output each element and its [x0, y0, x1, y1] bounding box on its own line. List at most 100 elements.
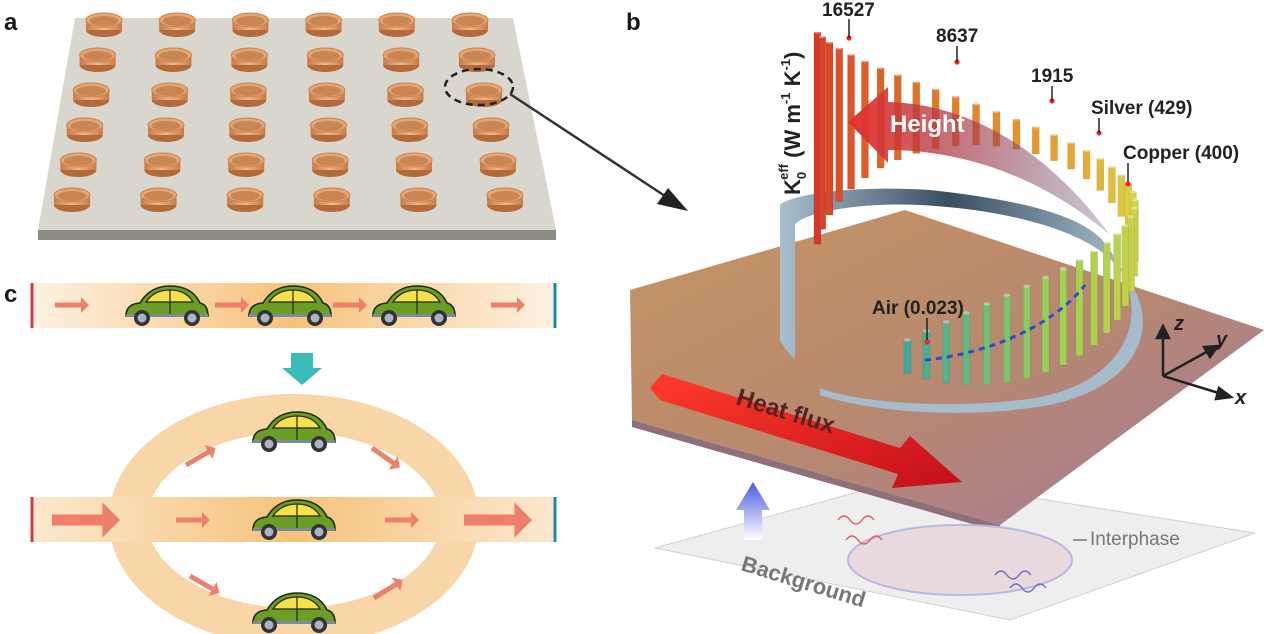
- dashed-path: [924, 284, 1087, 362]
- interphase-label: Interphase: [1090, 529, 1180, 550]
- ring: [147, 117, 185, 142]
- flow-arrow: [176, 512, 210, 528]
- conductivity-bar: [1117, 173, 1126, 217]
- conductivity-bar: [1067, 140, 1075, 170]
- main-plate-edge: [632, 420, 1000, 532]
- conductivity-bar: [1121, 223, 1130, 307]
- value-label-8637: 8637: [936, 26, 978, 47]
- top-lane-cars: [125, 285, 456, 326]
- conductivity-bar: [1075, 258, 1084, 357]
- zoom-arrow-line: [509, 92, 666, 198]
- car: [252, 499, 336, 540]
- conductivity-bar: [1041, 275, 1050, 373]
- ring: [226, 187, 264, 212]
- substrate-edge: [38, 230, 556, 240]
- ring: [59, 152, 97, 177]
- heat-flux-arrow: [650, 374, 962, 488]
- conductivity-bar: [1102, 240, 1111, 334]
- ring: [229, 82, 267, 107]
- ring: [66, 117, 104, 142]
- conductivity-bar: [1031, 125, 1040, 155]
- ring: [308, 82, 346, 107]
- transition-arrow: [282, 353, 322, 385]
- conductivity-bar: [1090, 249, 1098, 346]
- flow-arrow: [372, 577, 403, 601]
- flow-arrow: [188, 573, 220, 596]
- ring: [140, 187, 178, 212]
- ring: [79, 47, 117, 72]
- car: [125, 285, 209, 326]
- cloak-wall-back: [780, 188, 1118, 360]
- axis-z-label: z: [1173, 313, 1184, 335]
- ring: [151, 82, 189, 107]
- flow-arrow: [184, 445, 216, 468]
- coord-axes: [1154, 323, 1235, 401]
- value-marker: [1125, 181, 1131, 187]
- flow-arrow: [464, 502, 532, 538]
- value-label-16527: 16527: [822, 0, 875, 21]
- ring: [72, 82, 110, 107]
- car: [248, 285, 332, 326]
- ring: [154, 47, 192, 72]
- flow-arrow: [370, 445, 400, 470]
- ring: [231, 12, 269, 37]
- conductivity-bar: [942, 320, 950, 384]
- panel-label-b: b: [626, 9, 641, 36]
- flow-arrow: [491, 297, 525, 313]
- ring: [227, 152, 265, 177]
- bottom-lane-arrows: [52, 445, 532, 601]
- ring: [451, 12, 489, 37]
- conductivity-bar: [903, 338, 912, 375]
- ring: [378, 12, 416, 37]
- panel-b: b Height 16527 8637 1915 Silver (429) Co…: [626, 0, 1264, 621]
- conductivity-bar: [1059, 266, 1067, 366]
- flow-arrow: [370, 445, 400, 470]
- ring: [228, 117, 266, 142]
- conductivity-bar: [1113, 232, 1121, 321]
- ring: [479, 152, 517, 177]
- flow-arrow: [52, 502, 120, 538]
- conductivity-bar: [1082, 148, 1091, 180]
- conductivity-bar: [1050, 133, 1058, 161]
- ring: [391, 117, 429, 142]
- flow-arrow: [333, 297, 367, 313]
- panel-c: c: [4, 281, 557, 634]
- height-label: Height: [890, 111, 965, 138]
- conductivity-bar: [1003, 293, 1011, 383]
- ring: [85, 12, 123, 37]
- conductivity-bar: [825, 40, 834, 216]
- ring: [395, 152, 433, 177]
- value-label-copper: Copper (400): [1123, 143, 1239, 164]
- car: [252, 411, 336, 452]
- flow-arrow: [372, 577, 403, 601]
- ring: [143, 152, 181, 177]
- conductivity-bar: [992, 109, 1001, 147]
- cloak-wall-front: [820, 250, 1143, 413]
- value-leader-lines: [848, 19, 1129, 340]
- value-marker: [924, 339, 930, 345]
- conductivity-bar: [962, 311, 971, 386]
- background-arrow: [736, 482, 770, 540]
- ring: [306, 47, 344, 72]
- ring: [158, 12, 196, 37]
- conductivity-bar: [835, 46, 843, 202]
- ring: [313, 187, 351, 212]
- bottom-lane-cars: [252, 411, 336, 633]
- panel-label-c: c: [4, 281, 17, 308]
- conductivity-bar: [983, 302, 991, 385]
- conductivity-bar: [1108, 165, 1116, 204]
- ring: [399, 187, 437, 212]
- axis-y-label: y: [1215, 329, 1228, 351]
- ring: [465, 82, 503, 107]
- axis-x-label: x: [1234, 387, 1247, 409]
- zoom-arrow-head: [657, 188, 688, 211]
- car: [252, 592, 336, 633]
- ring: [472, 117, 510, 142]
- height-arrow: [848, 87, 1110, 235]
- value-label-silver: Silver (429): [1091, 98, 1192, 119]
- flow-arrow: [215, 297, 249, 313]
- car: [372, 285, 456, 326]
- value-label-air: Air (0.023): [872, 298, 964, 319]
- value-label-1915: 1915: [1031, 66, 1074, 87]
